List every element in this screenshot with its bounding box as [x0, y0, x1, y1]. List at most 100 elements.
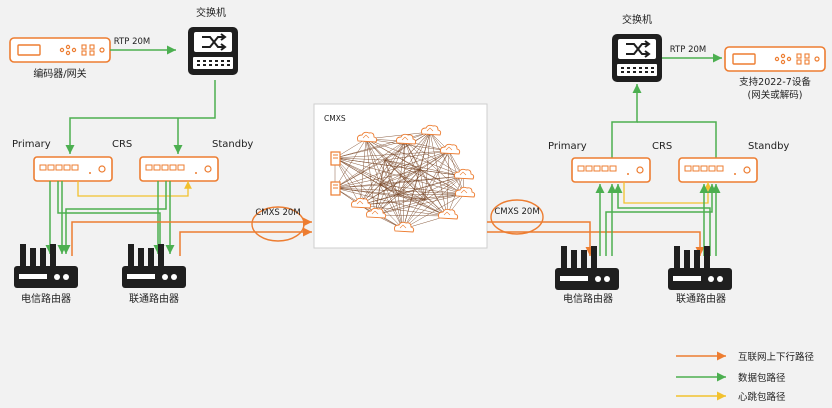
mesh-link: [404, 140, 465, 195]
left-crs-standby: [139, 156, 219, 182]
mesh-link: [374, 214, 448, 217]
mesh-link: [419, 169, 465, 195]
mesh-link: [334, 138, 367, 189]
mesh-link: [384, 150, 450, 161]
mesh-link: [334, 157, 386, 161]
mesh-link: [365, 138, 450, 152]
cloud-server-icon: [330, 151, 341, 166]
mesh-link: [384, 159, 464, 177]
mesh-link: [397, 169, 421, 196]
mesh-link: [334, 157, 381, 186]
mesh-link: [402, 140, 406, 230]
mesh-link: [334, 157, 426, 201]
mesh-link: [419, 169, 426, 201]
left-switch-to-crs-paths: [65, 80, 216, 154]
mesh-link: [365, 138, 464, 177]
legend-label-internet: 互联网上下行路径: [738, 351, 815, 363]
mesh-link: [402, 169, 421, 230]
right-router1-label: 电信路由器: [563, 292, 613, 305]
right-cmxs-ellipse: [490, 199, 544, 235]
mesh-link: [446, 150, 450, 217]
left-crs-primary: [33, 156, 113, 182]
mesh-link: [419, 150, 450, 171]
left-cmxs-label: CMXS 20M: [255, 208, 300, 218]
mesh-link: [334, 187, 448, 217]
left-internet-uplinks: [71, 217, 312, 256]
left-cmxs-ellipse: [251, 206, 305, 242]
left-encoder-gateway: [9, 37, 111, 63]
mesh-link: [334, 187, 404, 230]
mesh-link: [404, 140, 448, 217]
mesh-link: [365, 138, 381, 186]
mesh-link: [384, 159, 421, 171]
cmxs-cloud-label: CMXS: [324, 114, 346, 123]
legend: 互联网上下行路径 数据包路径 心跳包路径: [676, 351, 815, 403]
right-switch-icon: [611, 33, 663, 83]
mesh-link: [379, 150, 450, 186]
right-2022-7-device: [724, 46, 826, 72]
right-standby-label: Standby: [748, 141, 789, 152]
mesh-link: [379, 131, 431, 186]
mesh-link: [374, 175, 464, 216]
mesh-link: [334, 157, 465, 195]
right-crs-primary: [571, 157, 651, 183]
right-crs-standby: [678, 157, 758, 183]
mesh-link: [359, 150, 450, 206]
mesh-link: [365, 138, 421, 171]
mesh-link: [365, 138, 404, 230]
mesh-link: [419, 169, 448, 217]
right-internet-downlinks: [487, 221, 705, 256]
left-encoder-label: 编码器/网关: [33, 67, 86, 80]
mesh-link: [334, 184, 381, 189]
mesh-link: [419, 131, 431, 171]
cloud-server-icon: [330, 181, 341, 196]
right-router-unicom-icon: [668, 246, 732, 290]
mesh-link: [397, 194, 426, 201]
right-router-telecom-icon: [555, 246, 619, 290]
mesh-link: [334, 131, 431, 159]
mesh-link: [424, 131, 431, 201]
left-switch-icon: [187, 26, 239, 76]
mesh-link: [379, 184, 426, 201]
right-cmxs-label: CMXS 20M: [494, 207, 539, 217]
mesh-link: [365, 138, 399, 196]
legend-label-heartbeat: 心跳包路径: [738, 391, 786, 403]
left-switch-label: 交换机: [196, 6, 226, 19]
mesh-link: [379, 184, 404, 230]
left-router1-label: 电信路由器: [21, 292, 71, 305]
left-rtp-label: RTP 20M: [114, 37, 150, 47]
mesh-link: [379, 159, 386, 186]
mesh-link: [359, 204, 448, 217]
right-device-label-line2: (网关或解码): [748, 89, 803, 101]
mesh-link: [402, 193, 465, 230]
right-router-to-crs-paths: [595, 184, 721, 256]
right-router2-label: 联通路由器: [676, 292, 726, 305]
left-router-unicom-icon: [122, 244, 186, 288]
mesh-link: [384, 159, 448, 217]
left-standby-label: Standby: [212, 139, 253, 150]
mesh-link: [429, 131, 448, 217]
left-crs-to-router-paths: [45, 181, 175, 254]
legend-label-data: 数据包路径: [738, 372, 786, 384]
right-crs-to-switch-paths: [611, 84, 717, 158]
left-primary-label: Primary: [12, 139, 51, 150]
right-crs-label: CRS: [652, 141, 672, 152]
mesh-link: [397, 131, 431, 196]
mesh-link: [384, 159, 399, 196]
left-crs-label: CRS: [112, 139, 132, 150]
right-device-label-line1: 支持2022-7设备: [739, 76, 811, 88]
mesh-link: [334, 187, 399, 196]
mesh-link: [384, 131, 431, 161]
right-primary-label: Primary: [548, 141, 587, 152]
left-router2-label: 联通路由器: [129, 292, 179, 305]
mesh-link: [334, 157, 361, 206]
right-rtp-label: RTP 20M: [670, 45, 706, 55]
mesh-link: [397, 194, 448, 217]
mesh-link: [359, 159, 386, 206]
mesh-link: [402, 175, 464, 230]
right-heartbeat-path: [623, 182, 712, 204]
mesh-link: [334, 150, 450, 189]
mesh-link: [397, 140, 406, 196]
mesh-link: [379, 184, 448, 217]
